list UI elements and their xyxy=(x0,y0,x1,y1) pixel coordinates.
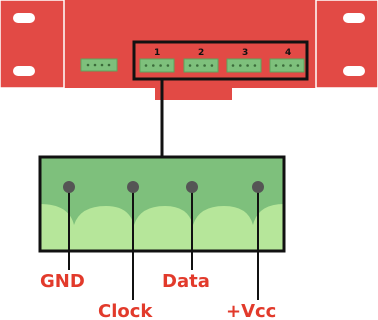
pin-screw-1 xyxy=(63,181,75,193)
port-1-pin-1 xyxy=(144,64,148,67)
aux-pin-2 xyxy=(93,63,97,67)
pin-screw-2 xyxy=(127,181,139,193)
port-1-pin-3 xyxy=(159,64,162,67)
pins-layer xyxy=(63,181,264,300)
port-connector-1 xyxy=(139,58,175,73)
terminal-block xyxy=(38,155,286,253)
pin-label-vcc: +Vcc xyxy=(226,301,276,320)
port-3-pin-3 xyxy=(246,64,249,67)
port-4-pin-1 xyxy=(274,64,278,67)
pin-screw-4 xyxy=(252,181,264,193)
aux-connector-body xyxy=(80,58,118,72)
port-4-pin-4 xyxy=(296,64,300,67)
port-3-pin-2 xyxy=(239,64,242,67)
aux-pin-3 xyxy=(100,63,104,67)
terminal-block-outline xyxy=(38,155,286,253)
port-3-pin-1 xyxy=(231,64,235,67)
pin-label-gnd: GND xyxy=(40,271,85,292)
port-4-pin-2 xyxy=(282,64,285,67)
port-2-pin-2 xyxy=(196,64,199,67)
port-connector-2 xyxy=(183,58,219,73)
pin-label-clock: Clock xyxy=(98,301,153,320)
rack-unit xyxy=(0,0,378,100)
mount-slot-top-right xyxy=(343,13,365,23)
mount-slot-bottom-left xyxy=(13,66,35,76)
aux-pin-1 xyxy=(86,63,90,67)
port-group xyxy=(132,40,309,81)
aux-pin-4 xyxy=(107,63,111,67)
port-2-pin-1 xyxy=(188,64,192,67)
rack-bottom-tab xyxy=(155,88,232,100)
port-number-4: 4 xyxy=(285,48,291,58)
port-connector-4 xyxy=(269,58,305,73)
mount-slot-bottom-right xyxy=(343,66,365,76)
port-connector-3 xyxy=(226,58,262,73)
terminal-block-top xyxy=(40,157,284,225)
port-number-2: 2 xyxy=(198,48,204,58)
mount-slot-top-left xyxy=(13,13,35,23)
port-2-pin-3 xyxy=(203,64,206,67)
port-1-pin-4 xyxy=(166,64,170,67)
port-number-1: 1 xyxy=(154,48,160,58)
port-number-3: 3 xyxy=(242,48,248,58)
port-2-pin-4 xyxy=(210,64,214,67)
port-3-pin-4 xyxy=(253,64,257,67)
port-4-pin-3 xyxy=(289,64,292,67)
aux-connector xyxy=(80,58,118,72)
pin-screw-3 xyxy=(186,181,198,193)
pin-label-data: Data xyxy=(162,271,210,292)
port-group-outline xyxy=(132,40,309,81)
port-1-pin-2 xyxy=(152,64,155,67)
